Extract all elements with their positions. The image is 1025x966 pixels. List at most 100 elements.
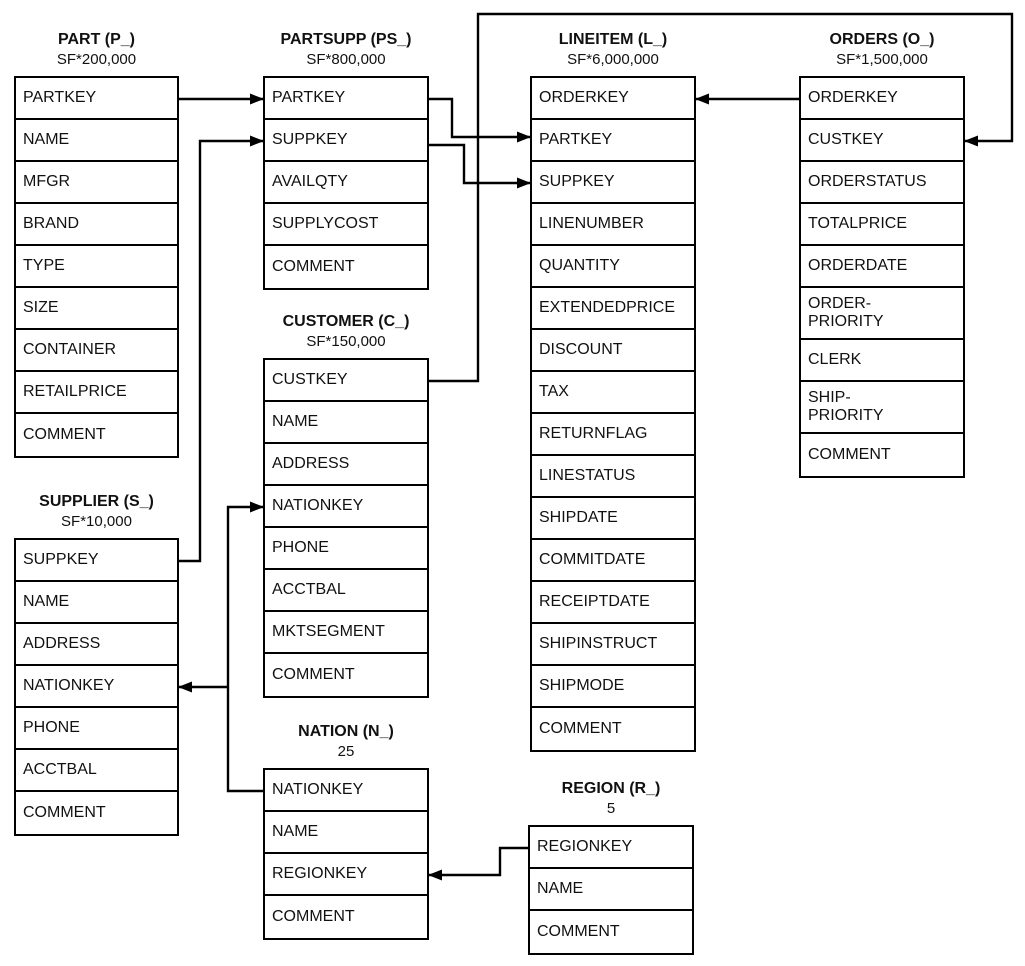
table-title-part: PART (P_) SF*200,000 bbox=[16, 30, 177, 69]
column-customer-mktsegment: MKTSEGMENT bbox=[265, 612, 427, 654]
column-lineitem-extendedprice: EXTENDEDPRICE bbox=[532, 288, 694, 330]
table-title-nation: NATION (N_) 25 bbox=[265, 722, 427, 761]
table-cardinality-lineitem: SF*6,000,000 bbox=[567, 51, 659, 68]
column-orders-custkey: CUSTKEY bbox=[801, 120, 963, 162]
column-lineitem-suppkey: SUPPKEY bbox=[532, 162, 694, 204]
column-lineitem-returnflag: RETURNFLAG bbox=[532, 414, 694, 456]
column-lineitem-linenumber: LINENUMBER bbox=[532, 204, 694, 246]
column-part-mfgr: MFGR bbox=[16, 162, 177, 204]
column-nation-nationkey: NATIONKEY bbox=[265, 770, 427, 812]
column-orders-comment: COMMENT bbox=[808, 446, 891, 464]
column-lineitem-commitdate: COMMITDATE bbox=[532, 540, 694, 582]
column-orders-orderkey: ORDERKEY bbox=[801, 78, 963, 120]
table-cardinality-region: 5 bbox=[606, 800, 616, 817]
column-part-partkey: PARTKEY bbox=[16, 78, 177, 120]
column-lineitem-partkey: PARTKEY bbox=[532, 120, 694, 162]
column-lineitem-orderkey: ORDERKEY bbox=[532, 78, 694, 120]
column-orders-orderdate: ORDERDATE bbox=[801, 246, 963, 288]
column-orders-totalprice: TOTALPRICE bbox=[801, 204, 963, 246]
column-customer-acctbal: ACCTBAL bbox=[265, 570, 427, 612]
table-name-nation: NATION (N_) bbox=[298, 723, 394, 740]
column-orders-orderstatus: ORDERSTATUS bbox=[801, 162, 963, 204]
table-name-orders: ORDERS (O_) bbox=[829, 31, 935, 48]
column-orders-orderpriority: ORDER- PRIORITY bbox=[801, 288, 963, 340]
column-orders-clerk: CLERK bbox=[801, 340, 963, 382]
column-customer-address: ADDRESS bbox=[265, 444, 427, 486]
column-part-brand: BRAND bbox=[16, 204, 177, 246]
table-name-lineitem: LINEITEM (L_) bbox=[558, 31, 668, 48]
table-name-customer: CUSTOMER (C_) bbox=[282, 313, 410, 330]
column-region-regionkey: REGIONKEY bbox=[530, 827, 692, 869]
table-name-part: PART (P_) bbox=[57, 31, 136, 48]
column-part-retailprice: RETAILPRICE bbox=[16, 372, 177, 414]
column-orders-shippriority: SHIP- PRIORITY bbox=[801, 382, 963, 434]
column-lineitem-tax: TAX bbox=[532, 372, 694, 414]
fk-arrow-supplier-suppkey-to-partsupp-suppkey bbox=[177, 135, 264, 563]
table-title-partsupp: PARTSUPP (PS_) SF*800,000 bbox=[265, 30, 427, 69]
table-name-region: REGION (R_) bbox=[561, 780, 661, 797]
table-cardinality-part: SF*200,000 bbox=[56, 51, 137, 68]
fk-arrow-partsupp-suppkey-to-lineitem-suppkey bbox=[427, 143, 531, 189]
fk-arrow-partsupp-partkey-to-lineitem-partkey bbox=[427, 97, 531, 143]
column-customer-custkey: CUSTKEY bbox=[265, 360, 427, 402]
column-lineitem-discount: DISCOUNT bbox=[532, 330, 694, 372]
column-partsupp-suppkey: SUPPKEY bbox=[265, 120, 427, 162]
table-cardinality-supplier: SF*10,000 bbox=[61, 513, 132, 530]
column-supplier-address: ADDRESS bbox=[16, 624, 177, 666]
table-title-customer: CUSTOMER (C_) SF*150,000 bbox=[265, 312, 427, 351]
column-part-name: NAME bbox=[16, 120, 177, 162]
column-part-container: CONTAINER bbox=[16, 330, 177, 372]
column-part-size: SIZE bbox=[16, 288, 177, 330]
column-region-comment: COMMENT bbox=[537, 923, 620, 941]
column-partsupp-comment: COMMENT bbox=[272, 258, 355, 276]
column-supplier-phone: PHONE bbox=[16, 708, 177, 750]
column-partsupp-availqty: AVAILQTY bbox=[265, 162, 427, 204]
table-cardinality-orders: SF*1,500,000 bbox=[836, 51, 928, 68]
table-cardinality-customer: SF*150,000 bbox=[306, 333, 386, 350]
column-customer-phone: PHONE bbox=[265, 528, 427, 570]
column-partsupp-supplycost: SUPPLYCOST bbox=[265, 204, 427, 246]
column-nation-comment: COMMENT bbox=[272, 908, 355, 926]
column-nation-name: NAME bbox=[265, 812, 427, 854]
column-lineitem-shipinstruct: SHIPINSTRUCT bbox=[532, 624, 694, 666]
table-title-lineitem: LINEITEM (L_) SF*6,000,000 bbox=[532, 30, 694, 69]
column-customer-comment: COMMENT bbox=[272, 666, 355, 684]
fk-arrow-region-regionkey-to-nation-regionkey bbox=[428, 846, 530, 881]
column-lineitem-receiptdate: RECEIPTDATE bbox=[532, 582, 694, 624]
column-lineitem-shipmode: SHIPMODE bbox=[532, 666, 694, 708]
column-nation-regionkey: REGIONKEY bbox=[265, 854, 427, 896]
table-title-supplier: SUPPLIER (S_) SF*10,000 bbox=[16, 492, 177, 531]
column-part-comment: COMMENT bbox=[23, 426, 106, 444]
column-supplier-suppkey: SUPPKEY bbox=[16, 540, 177, 582]
table-name-supplier: SUPPLIER (S_) bbox=[39, 493, 154, 510]
column-customer-name: NAME bbox=[265, 402, 427, 444]
fk-arrow-nation-nationkey-to-customer-nationkey bbox=[226, 501, 265, 793]
table-cardinality-nation: 25 bbox=[337, 743, 355, 760]
table-cardinality-partsupp: SF*800,000 bbox=[306, 51, 386, 68]
column-supplier-comment: COMMENT bbox=[23, 804, 106, 822]
column-lineitem-quantity: QUANTITY bbox=[532, 246, 694, 288]
column-customer-nationkey: NATIONKEY bbox=[265, 486, 427, 528]
table-title-region: REGION (R_) 5 bbox=[530, 779, 692, 818]
column-supplier-name: NAME bbox=[16, 582, 177, 624]
column-supplier-acctbal: ACCTBAL bbox=[16, 750, 177, 792]
column-lineitem-shipdate: SHIPDATE bbox=[532, 498, 694, 540]
column-supplier-nationkey: NATIONKEY bbox=[16, 666, 177, 708]
table-name-partsupp: PARTSUPP (PS_) bbox=[280, 31, 412, 48]
table-title-orders: ORDERS (O_) SF*1,500,000 bbox=[801, 30, 963, 69]
column-partsupp-partkey: PARTKEY bbox=[265, 78, 427, 120]
column-region-name: NAME bbox=[530, 869, 692, 911]
column-lineitem-comment: COMMENT bbox=[539, 720, 622, 738]
column-lineitem-linestatus: LINESTATUS bbox=[532, 456, 694, 498]
fk-arrow-customer-custkey-to-orders-custkey bbox=[427, 12, 1014, 383]
